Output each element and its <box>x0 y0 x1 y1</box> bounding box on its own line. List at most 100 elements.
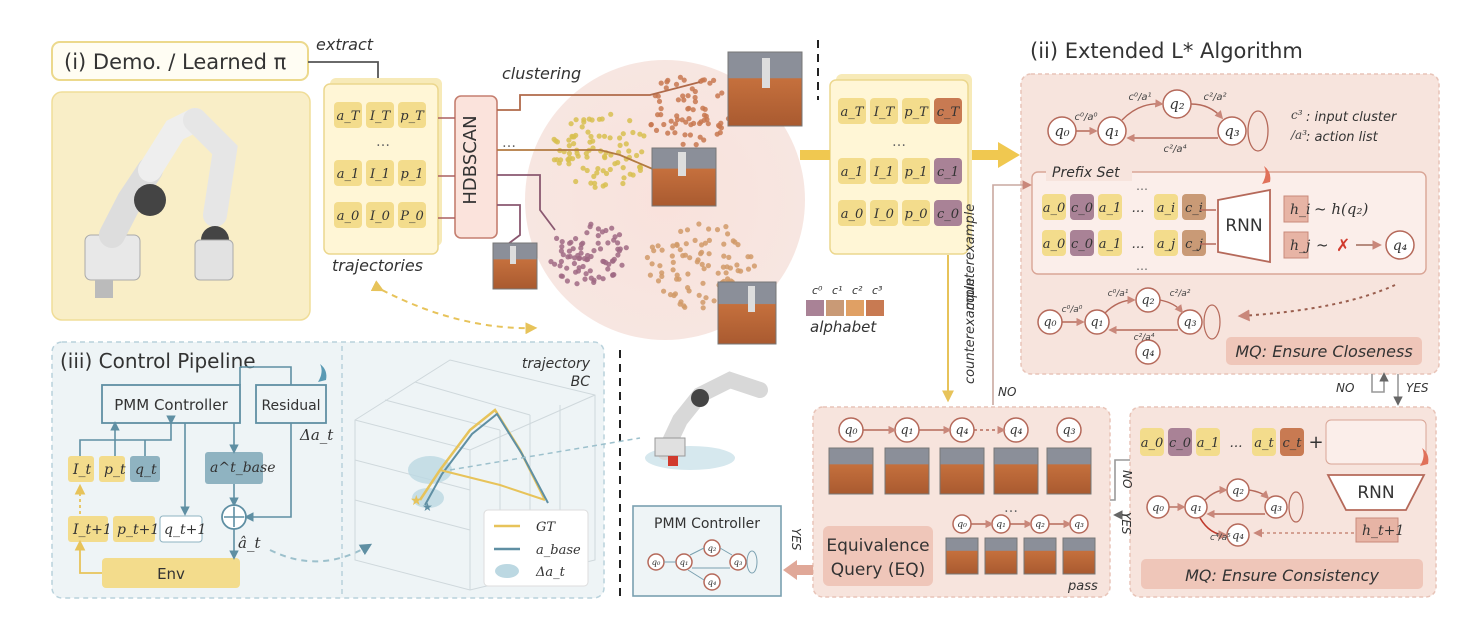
scatter-point <box>687 132 694 138</box>
q-t-label: q_t <box>135 462 157 478</box>
prefix-j-cell <box>1070 230 1094 256</box>
scatter-point <box>721 253 727 259</box>
eq-top-state-label: q₃ <box>1062 422 1075 437</box>
scatter-point <box>591 173 597 179</box>
scatter-point <box>670 267 676 273</box>
scatter-point <box>564 265 570 271</box>
eq-frame <box>939 447 985 495</box>
scatter-point <box>719 90 725 96</box>
a-base-box <box>205 452 263 484</box>
scatter-point <box>680 93 686 99</box>
scatter-point <box>659 273 665 279</box>
scatter-point <box>600 168 606 174</box>
h-i-box <box>1283 195 1309 223</box>
consistency-next-box <box>1325 419 1427 465</box>
scatter-point <box>703 295 709 301</box>
eq-bottom-state-label: q₁ <box>996 519 1006 530</box>
scatter-point <box>599 229 606 235</box>
mid-q1-label: q₁ <box>1090 314 1103 329</box>
scatter-point <box>683 241 689 247</box>
scatter-point <box>699 249 705 255</box>
eq-frame-small <box>1023 537 1057 575</box>
scatter-point <box>581 117 587 123</box>
clust-token: p_1 <box>904 165 927 180</box>
mq-closeness-label: MQ: Ensure Closeness <box>1235 342 1412 361</box>
cluster-scatter <box>548 74 758 311</box>
cons-no-path <box>1110 459 1130 501</box>
cons-q4-label: q₄ <box>1232 528 1244 542</box>
scatter-point <box>714 131 720 137</box>
scatter-point <box>695 257 701 263</box>
clust-cell <box>870 200 898 226</box>
traj-cell <box>366 102 394 128</box>
scatter-point <box>601 133 608 139</box>
scatter-point <box>721 241 727 247</box>
scatter-point <box>609 225 615 231</box>
scatter-point <box>607 166 613 173</box>
mid-e3-label: c²/a⁴ <box>1134 333 1155 343</box>
cons-cell <box>1168 428 1192 456</box>
eq-yes-label: YES <box>789 528 803 551</box>
scatter-point <box>689 86 695 92</box>
state-q1 <box>1097 116 1127 146</box>
pmm-q3 <box>729 553 747 571</box>
eq-title-box <box>823 526 933 586</box>
scatter-point <box>738 268 744 274</box>
scatter-point <box>564 278 571 284</box>
scatter-point <box>588 253 594 260</box>
prefix-j-token: c_j <box>1185 237 1203 252</box>
residual-flame-icon <box>318 364 327 382</box>
scatter-point <box>714 227 721 233</box>
legend-action-list: : action list <box>1306 130 1379 145</box>
update-arrow <box>1237 284 1396 322</box>
cluster-link-0 <box>497 81 701 111</box>
legend-c: c³ <box>1291 108 1303 122</box>
scatter-point <box>680 141 686 147</box>
edge-q1-q2-label: c⁰/a¹ <box>1128 92 1151 103</box>
cons-new-edge-label: c⁴/a⁵ <box>1210 533 1231 543</box>
edge-q2-q3-label: c²/a² <box>1203 92 1226 103</box>
scatter-point <box>647 272 654 278</box>
scatter-point <box>655 112 661 118</box>
mid-q4-label: q₄ <box>1141 344 1154 359</box>
cluster-photo-left <box>492 242 538 290</box>
scatter-point <box>571 141 577 147</box>
cons-self-loop <box>1288 491 1304 523</box>
pmm-q0-label: q₀ <box>652 557 661 567</box>
pmm-q4 <box>703 573 721 591</box>
alphabet-swatch <box>866 300 884 316</box>
scatter-point <box>587 268 593 274</box>
cons-cell <box>1252 428 1276 456</box>
cons-token: a_1 <box>1197 436 1220 451</box>
scatter-point <box>711 77 717 83</box>
mq-consistency-box <box>1141 559 1423 589</box>
cluster-link-2 <box>497 174 556 231</box>
scatter-point <box>592 180 598 186</box>
scatter-point <box>588 275 594 281</box>
scatter-point <box>674 272 680 278</box>
edge-q0-q1-label: c⁰/a⁰ <box>1074 112 1097 123</box>
h-t1-box <box>1355 517 1399 543</box>
scatter-point <box>705 121 711 127</box>
scatter-point <box>699 242 705 248</box>
mid-e2 <box>1159 299 1184 314</box>
scatter-point <box>552 261 558 267</box>
scatter-point <box>687 255 693 261</box>
scatter-point <box>595 166 601 172</box>
eq-frame-small <box>945 537 979 575</box>
mid-q1 <box>1084 309 1110 335</box>
state-q2-label: q₂ <box>1169 96 1184 113</box>
clustering-label: clustering <box>502 64 581 83</box>
scatter-point <box>574 281 580 287</box>
clust-token: c_1 <box>937 165 959 180</box>
scatter-point <box>617 246 623 252</box>
scatter-point <box>685 93 691 99</box>
scatter-point <box>611 237 617 243</box>
scatter-point <box>570 156 576 162</box>
delta-a-label: Δa_t <box>299 426 334 444</box>
scatter-point <box>579 124 585 130</box>
prefix-i-cell <box>1182 194 1206 220</box>
cons-no-label: NO <box>1120 470 1134 488</box>
alphabet-swatch <box>826 300 844 316</box>
